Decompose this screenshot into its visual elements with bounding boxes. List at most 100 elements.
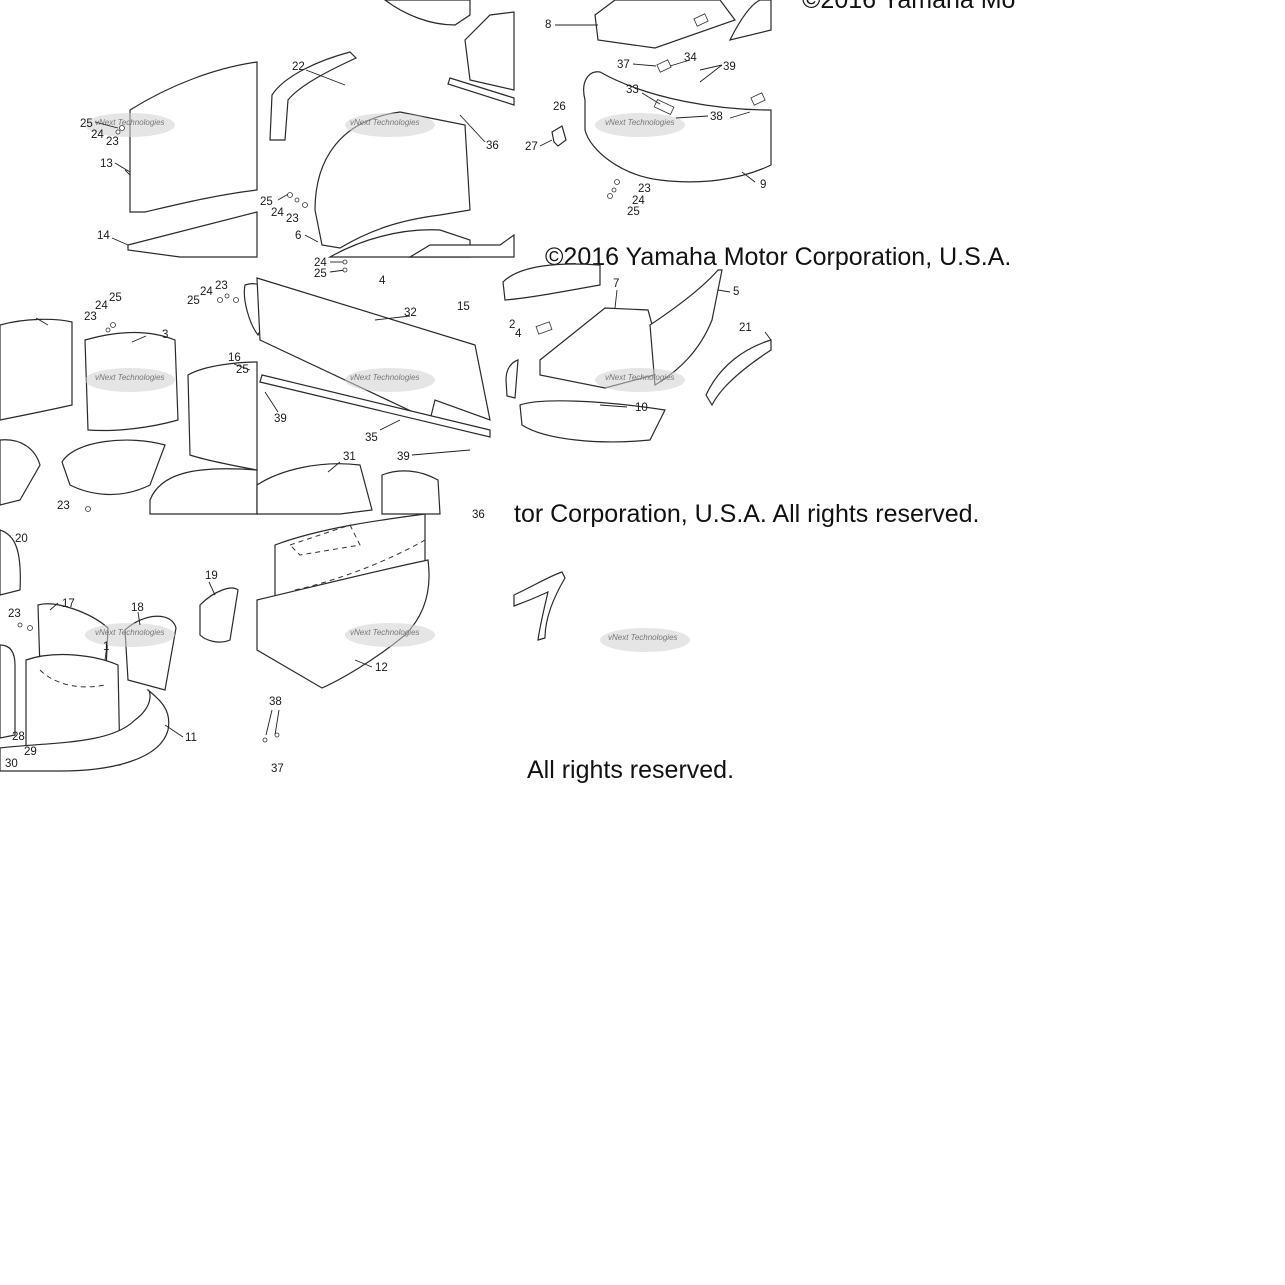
svg-text:vNext Technologies: vNext Technologies [95,373,165,382]
svg-text:8: 8 [545,19,551,31]
svg-text:vNext Technologies: vNext Technologies [605,373,675,382]
svg-text:32: 32 [404,307,417,319]
svg-text:vNext Technologies: vNext Technologies [350,373,420,382]
cushion-right [728,0,772,41]
cushion-left-edge [505,359,519,399]
seat-cushion-14 [127,211,258,258]
svg-text:33: 33 [626,84,639,96]
rail-top [447,77,515,106]
copyright-top: ©2016 Yamaha Mo [802,0,1015,14]
svg-text:24: 24 [200,286,213,298]
cushion-8 [594,0,736,49]
seat-cushion-12 [256,559,430,689]
svg-text:5: 5 [733,286,739,298]
seat-back-6 [314,111,471,249]
svg-text:23: 23 [638,183,651,195]
svg-text:30: 30 [5,758,18,770]
svg-text:17: 17 [62,598,75,610]
cushion-31 [256,463,373,515]
back-panel-32 [256,277,491,421]
watermark: vNext Technologies vNext Technologies vN… [85,113,690,652]
seat-back-13 [124,61,258,213]
svg-text:1: 1 [103,641,109,653]
svg-text:25: 25 [187,295,200,307]
svg-text:25: 25 [260,196,273,208]
svg-text:vNext Technologies: vNext Technologies [608,633,678,642]
svg-text:23: 23 [57,500,70,512]
svg-text:36: 36 [472,509,485,521]
seat-back-22 [269,51,358,141]
svg-text:39: 39 [723,61,736,73]
svg-text:23: 23 [106,136,119,148]
svg-text:22: 22 [292,61,305,73]
svg-text:39: 39 [397,451,410,463]
cushion-block [149,468,258,515]
seat-left-curve [0,318,73,421]
svg-text:24: 24 [95,300,108,312]
rail-35 [259,374,491,438]
svg-text:21: 21 [739,322,752,334]
copyright-bottom: All rights reserved. [527,756,734,784]
svg-text:25: 25 [627,206,640,218]
cushion-top [61,439,166,495]
seat-corner [0,439,41,506]
svg-text:39: 39 [274,413,287,425]
seat-back-36 [381,470,441,515]
svg-text:36: 36 [486,140,499,152]
svg-text:20: 20 [15,533,28,545]
seat-back-20 [0,529,21,596]
svg-text:vNext Technologies: vNext Technologies [605,118,675,127]
svg-text:38: 38 [269,696,282,708]
svg-text:vNext Technologies: vNext Technologies [95,628,165,637]
svg-text:24: 24 [271,207,284,219]
svg-text:37: 37 [271,763,284,775]
svg-text:14: 14 [97,230,110,242]
svg-text:7: 7 [613,278,619,290]
svg-text:6: 6 [295,230,301,242]
svg-text:13: 13 [100,158,113,170]
svg-text:31: 31 [343,451,356,463]
svg-text:37: 37 [617,59,630,71]
svg-text:9: 9 [760,179,766,191]
svg-text:23: 23 [84,311,97,323]
seat-base-11 [0,689,170,772]
svg-text:12: 12 [375,662,388,674]
copyright-low: tor Corporation, U.S.A. All rights reser… [514,500,979,528]
svg-text:24: 24 [632,195,645,207]
svg-text:23: 23 [215,280,228,292]
svg-text:26: 26 [553,101,566,113]
callout-numbers: 25 24 23 13 14 22 25 24 23 6 24 25 4 15 … [5,19,766,775]
svg-text:3: 3 [162,329,168,341]
svg-text:10: 10 [635,402,648,414]
svg-text:38: 38 [710,111,723,123]
svg-text:4: 4 [379,275,386,287]
svg-text:19: 19 [205,570,218,582]
svg-text:4: 4 [515,328,522,340]
svg-text:16: 16 [228,352,241,364]
svg-text:25: 25 [314,268,327,280]
seat-left-edge [0,644,16,739]
cushion-15 [407,233,515,258]
svg-text:25: 25 [109,292,122,304]
seat-block-top [464,11,515,91]
bracket-26 [551,125,567,147]
svg-text:25: 25 [80,118,93,130]
cushion-21 [705,339,772,407]
svg-text:28: 28 [12,731,25,743]
svg-text:23: 23 [8,608,21,620]
cushion-upper-right [502,263,601,301]
hardware-dots [17,125,620,743]
svg-text:vNext Technologies: vNext Technologies [350,118,420,127]
svg-text:25: 25 [236,364,249,376]
svg-text:24: 24 [314,257,327,269]
svg-text:15: 15 [457,301,470,313]
copyright-mid: ©2016 Yamaha Motor Corporation, U.S.A. [545,243,1011,271]
svg-text:vNext Technologies: vNext Technologies [350,628,420,637]
svg-text:11: 11 [185,732,197,744]
cushion-10 [519,400,666,443]
svg-text:27: 27 [525,141,538,153]
svg-text:2: 2 [509,319,515,331]
leader-lines [35,24,772,738]
svg-text:35: 35 [365,432,378,444]
